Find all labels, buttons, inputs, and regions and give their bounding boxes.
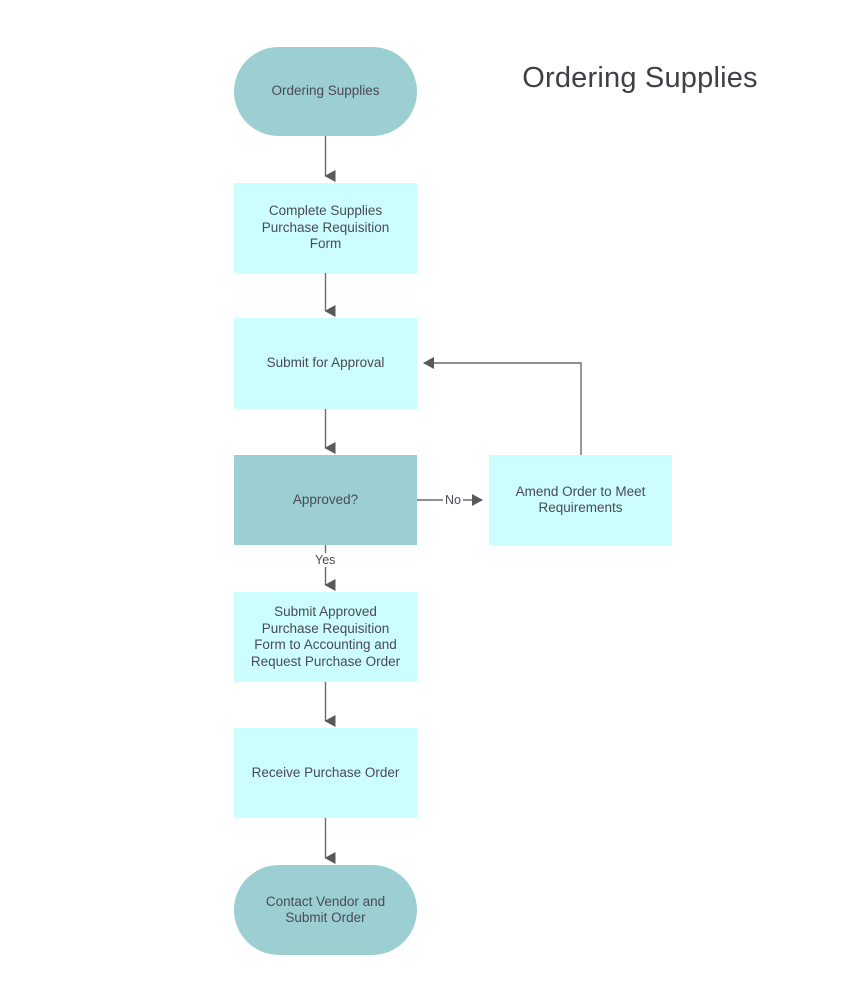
node-submit-for-approval[interactable]: Submit for Approval [234,318,417,409]
diagram-title: Ordering Supplies [522,62,758,94]
node-contact-vendor-and-submit-order[interactable]: Contact Vendor and Submit Order [234,865,417,955]
node-amend-order-to-meet-requirements[interactable]: Amend Order to Meet Requirements [489,455,672,545]
node-approved-decision[interactable]: Approved? [234,455,417,545]
node-start-ordering-supplies[interactable]: Ordering Supplies [234,47,417,136]
node-submit-approved-form-to-accounting[interactable]: Submit Approved Purchase Requisition For… [234,592,417,682]
node-receive-purchase-order[interactable]: Receive Purchase Order [234,728,417,818]
edge-label-no: No [443,493,463,507]
node-complete-supplies-purchase-requisition-form[interactable]: Complete Supplies Purchase Requisition F… [234,183,417,273]
edge-amend-order-to-submit-approval [423,357,582,455]
edge-label-yes: Yes [313,553,338,567]
